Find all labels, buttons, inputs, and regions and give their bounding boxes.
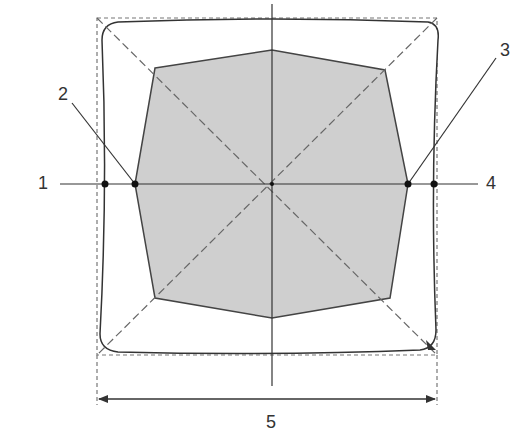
measure-point — [405, 181, 412, 188]
callout-number: 1 — [38, 173, 48, 193]
leader-line — [72, 103, 135, 184]
extension-line — [96, 355, 97, 405]
callout-number: 4 — [486, 173, 496, 193]
extension-line — [436, 355, 437, 405]
measure-point — [132, 181, 139, 188]
center-line — [60, 183, 478, 184]
center-line — [271, 4, 272, 386]
callout-number: 3 — [500, 40, 510, 60]
callout-number: 5 — [266, 412, 276, 432]
callout-number: 2 — [58, 84, 68, 104]
diagonal — [97, 18, 437, 355]
center-point — [270, 182, 274, 186]
dimension-arrow — [99, 398, 435, 400]
leader-line — [408, 58, 496, 184]
measure-point — [431, 181, 438, 188]
diagonal — [97, 18, 437, 355]
outer-outline — [100, 19, 438, 354]
measure-point — [102, 181, 109, 188]
corner-mark — [426, 340, 436, 350]
